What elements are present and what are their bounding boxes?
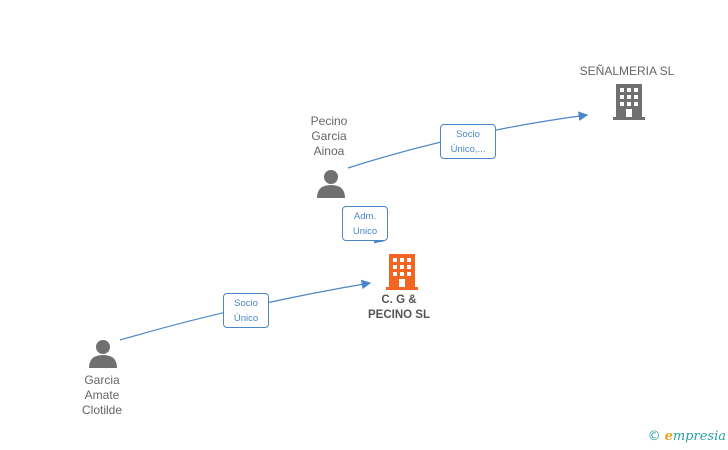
node-garcia-label[interactable]: Garcia Amate Clotilde [81,373,123,417]
building-icon[interactable] [613,84,645,120]
edge-label-adm-unico[interactable]: Adm. Unico [342,206,388,241]
brand-initial: e [664,429,673,444]
person-icon[interactable] [316,168,346,198]
building-icon-main[interactable] [386,254,418,290]
edge-label-socio-unico-cg[interactable]: Socio Único [223,293,269,328]
brand-name: mpresia [672,429,726,444]
node-pecino-label[interactable]: Pecino Garcia Ainoa [310,114,348,158]
node-senalmeria-label[interactable]: SEÑALMERIA SL [579,64,675,78]
edge-label-socio-unico-senalmeria[interactable]: Socio Único,... [440,124,496,159]
node-cg-label[interactable]: C. G & PECINO SL [368,294,430,321]
copyright-symbol: © [647,429,661,444]
person-icon[interactable] [88,338,118,368]
empresia-watermark: ©empresia [648,429,726,444]
